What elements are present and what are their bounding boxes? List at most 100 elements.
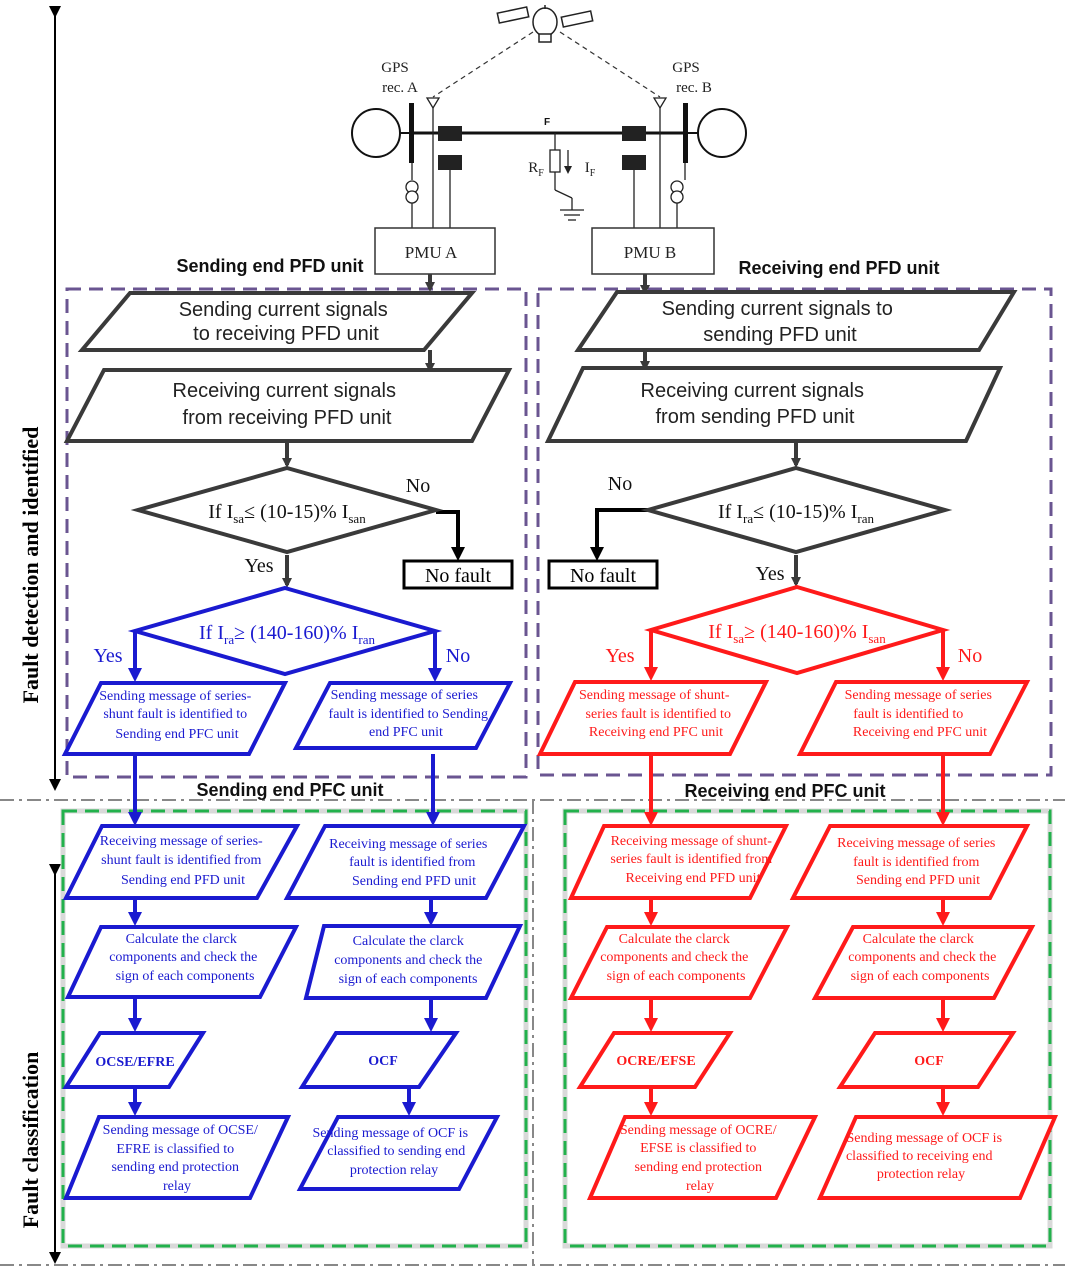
left-recv-signal-box	[63, 368, 513, 443]
left-type-b-text: OCF	[368, 1054, 398, 1069]
pmu-a-box	[374, 227, 496, 275]
left-no2-label: No	[446, 645, 470, 667]
antenna-b-icon	[652, 97, 668, 110]
left-msg-series-text: Sending message of series fault is ident…	[329, 688, 492, 740]
right-recv-shunt-series-box	[567, 824, 790, 900]
left-send-signal-box	[77, 291, 477, 352]
right-final-b-box	[816, 1115, 1059, 1200]
bus-b	[683, 103, 688, 163]
left-msg-series-shunt-box	[61, 681, 289, 756]
right-type-a-box	[576, 1031, 734, 1089]
right-no-fault-box	[547, 559, 659, 590]
right-msg-shunt-series-box	[536, 680, 770, 756]
left-recv-series-shunt-text: Receiving message of series- shunt fault…	[100, 834, 266, 888]
generator-b-icon	[697, 108, 747, 158]
left-yes2-label: Yes	[93, 645, 122, 667]
sending-pfd-unit-box	[65, 287, 528, 779]
left-type-a-text: OCSE/EFRE	[95, 1055, 174, 1070]
right-msg-series-box	[796, 680, 1031, 756]
right-decision-current-rise	[643, 584, 951, 676]
breaker-b	[622, 126, 646, 141]
ct-b	[622, 155, 646, 170]
antenna-a-icon	[425, 97, 441, 110]
side-label-detection: Fault detection and identified	[18, 427, 43, 704]
right-calc-b-text: Calculate the clarck components and chec…	[848, 932, 1000, 984]
right-recv-series-box	[789, 824, 1031, 900]
right-decision-current-drop	[640, 465, 953, 555]
ct-a	[438, 155, 462, 170]
left-final-b-text: Sending message of OCF is classified to …	[312, 1126, 471, 1178]
right-msg-shunt-series-text: Sending message of shunt- series fault i…	[579, 688, 734, 740]
receiving-pfc-unit-box	[563, 809, 1052, 1248]
if-label: IF	[585, 160, 596, 179]
left-calc-a-box	[64, 925, 300, 999]
bus-a	[409, 103, 414, 163]
pmu-a-label: PMU A	[405, 243, 458, 262]
right-type-a-text: OCRE/EFSE	[616, 1054, 695, 1069]
gps-b-label-2: rec. B	[676, 80, 712, 96]
left-no-fault-text: No fault	[425, 565, 492, 587]
left-msg-series-shunt-text: Sending message of series- shunt fault i…	[99, 689, 255, 742]
right-final-b-text: Sending message of OCF is classified to …	[846, 1131, 1006, 1182]
right-recv-series-text: Receiving message of series fault is ide…	[837, 836, 999, 888]
right-recv-signal-box	[544, 366, 1004, 443]
left-yes-label: Yes	[244, 555, 273, 577]
power-system-schematic: GPS rec. A GPS rec. B	[351, 5, 747, 275]
right-calc-a-text: Calculate the clarck components and chec…	[600, 932, 752, 984]
fault-point-label: F	[544, 117, 550, 128]
right-send-signal-text: Sending current signals to sending PFD u…	[662, 298, 899, 346]
right-send-signal-box	[574, 290, 1018, 352]
satellite-icon	[496, 5, 594, 43]
left-final-a-box	[63, 1115, 292, 1200]
left-decision-current-drop-text: If Isa≤ (10-15)% Isan	[208, 501, 366, 526]
left-recv-signal-text: Receiving current signals from receiving…	[173, 380, 402, 429]
left-no-fault-box	[402, 559, 514, 590]
left-no-label: No	[406, 475, 430, 497]
right-no-label: No	[608, 473, 632, 495]
pmu-b-label: PMU B	[624, 243, 676, 262]
left-type-a-box	[62, 1031, 207, 1089]
right-no-fault-text: No fault	[570, 565, 637, 587]
left-calc-a-text: Calculate the clarck components and chec…	[109, 932, 261, 984]
section-title-receiving-pfd: Receiving end PFD unit	[738, 258, 939, 278]
left-final-b-box	[296, 1115, 501, 1191]
left-decision-current-drop	[130, 465, 444, 555]
left-calc-b-box	[303, 924, 524, 1000]
left-recv-series-shunt-box	[62, 824, 301, 900]
section-title-sending-pfd: Sending end PFD unit	[177, 256, 364, 276]
side-axis: Fault detection and identified Fault cla…	[18, 6, 61, 1264]
breaker-a	[438, 126, 462, 141]
right-yes2-label: Yes	[605, 645, 634, 667]
right-msg-series-text: Sending message of series fault is ident…	[845, 688, 996, 740]
left-recv-series-text: Receiving message of series fault is ide…	[329, 837, 491, 889]
left-send-signal-text: Sending current signals to receiving PFD…	[179, 299, 394, 345]
right-decision-current-rise-text: If Isa≥ (140-160)% Isan	[708, 621, 886, 646]
side-label-classification: Fault classification	[18, 1052, 43, 1229]
gps-b-label-1: GPS	[672, 60, 700, 76]
right-recv-signal-text: Receiving current signals from sending P…	[641, 380, 870, 428]
generator-a-icon	[351, 108, 401, 158]
right-type-b-text: OCF	[914, 1054, 944, 1069]
right-decision-current-drop-text: If Ira≤ (10-15)% Iran	[718, 501, 874, 526]
left-recv-series-box	[283, 824, 528, 900]
gps-a-label-2: rec. A	[382, 80, 418, 96]
right-final-a-text: Sending message of OCRE/ EFSE is classif…	[620, 1123, 780, 1194]
section-title-receiving-pfc: Receiving end PFC unit	[684, 781, 885, 801]
pmu-b-box	[591, 227, 715, 275]
rf-label: RF	[528, 160, 544, 179]
left-decision-current-rise-text: If Ira≥ (140-160)% Iran	[199, 622, 375, 647]
left-msg-series-box	[292, 681, 514, 750]
section-title-sending-pfc: Sending end PFC unit	[197, 780, 384, 800]
gps-a-label-1: GPS	[381, 60, 409, 76]
section-separators	[0, 799, 1065, 1266]
left-decision-current-rise	[127, 585, 443, 677]
fault-resistor-icon	[549, 149, 561, 173]
right-calc-a-box	[567, 925, 791, 1000]
receiving-pfd-unit-box	[536, 287, 1053, 777]
left-final-a-text: Sending message of OCSE/ EFRE is classif…	[103, 1123, 262, 1194]
right-final-a-box	[586, 1115, 819, 1200]
left-type-b-box	[298, 1031, 460, 1089]
right-no2-label: No	[958, 645, 982, 667]
right-yes-label: Yes	[755, 563, 784, 585]
